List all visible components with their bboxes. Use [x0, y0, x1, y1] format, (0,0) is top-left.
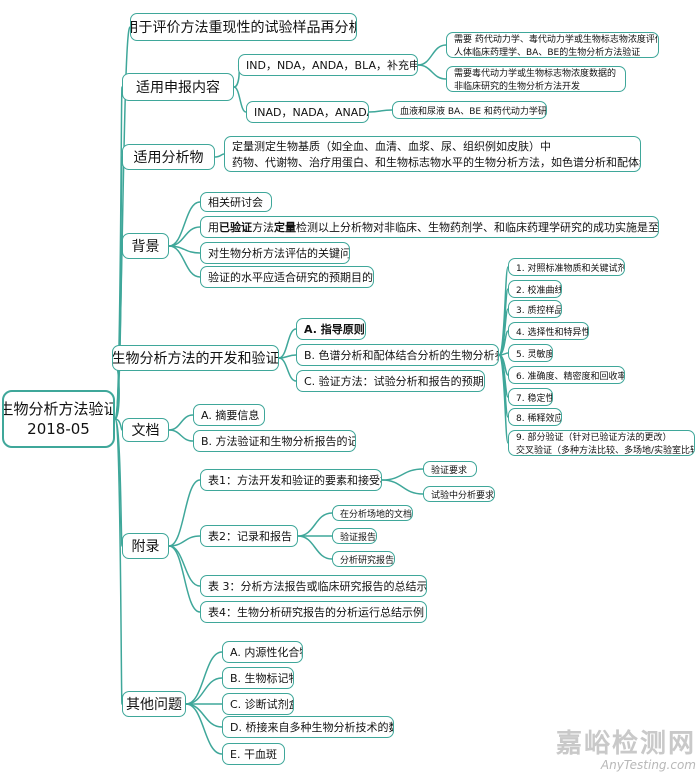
background-validation-level[interactable]: 验证的水平应适合研究的预期目的	[200, 266, 374, 288]
link-root-node-to-topic-appendix	[114, 418, 123, 547]
importance-mid: 方法	[252, 221, 274, 234]
root-title: 生物分析方法验证	[2, 400, 115, 418]
link-topic-method-development-to-dev-validation-expectations	[278, 357, 297, 382]
link-topic-other-issues-to-other-endogenous	[185, 651, 223, 705]
dev-parameters[interactable]: B. 色谱分析和配体结合分析的生物分析参数	[296, 344, 499, 366]
other-dried-blood-spot[interactable]: E. 干血斑	[222, 743, 285, 765]
link-topic-other-issues-to-other-biomarkers	[185, 677, 223, 705]
root-node[interactable]: 生物分析方法验证 2018-05	[2, 390, 115, 448]
note-nonclinical-line2: 非临床研究的生物分析方法开发	[454, 82, 581, 92]
link-topic-appendix-to-appendix-table2	[168, 535, 201, 547]
table2-validation-report[interactable]: 验证报告	[332, 528, 377, 544]
submission-ind-nda[interactable]: IND，NDA，ANDA，BLA，补充申请	[238, 54, 418, 76]
link-topic-other-issues-to-other-bridging-data	[185, 703, 223, 728]
param-calibration-curve[interactable]: 2. 校准曲线	[508, 280, 562, 298]
topic-method-development[interactable]: 生物分析方法的开发和验证	[112, 345, 279, 371]
importance-pre: 用	[208, 221, 219, 234]
link-submission-inad-nada-to-submission-note-animal	[368, 109, 393, 113]
note-human-line1: 需要 药代动力学、毒代动力学或生物标志物浓度评估的	[454, 35, 659, 45]
link-topic-appendix-to-appendix-table1	[168, 479, 201, 547]
analytes-description[interactable]: 定量测定生物基质（如全血、血清、血浆、尿、组织例如皮肤）中 药物、代谢物、治疗用…	[224, 136, 641, 172]
param-stability[interactable]: 7. 稳定性	[508, 388, 553, 406]
param-partial-cross-validation[interactable]: 9. 部分验证（针对已验证方法的更改） 交叉验证（多种方法比较、多场地/实验室比…	[508, 430, 695, 456]
topic-reanalysis[interactable]: 用于评价方法重现性的试验样品再分析	[130, 13, 357, 41]
root-date: 2018-05	[27, 420, 90, 438]
link-root-node-to-topic-background	[114, 245, 123, 420]
link-topic-other-issues-to-other-dried-blood-spot	[185, 703, 223, 755]
importance-validated: 已验证	[219, 221, 252, 234]
note-human-line2: 人体临床药理学、BA、BE的生物分析方法验证	[454, 48, 641, 58]
topic-background[interactable]: 背景	[122, 233, 169, 259]
topic-applicable-submissions[interactable]: 适用申报内容	[122, 73, 234, 101]
link-root-node-to-topic-documentation	[114, 418, 123, 431]
link-dev-parameters-to-param-partial-cross-validation	[498, 354, 509, 444]
param-accuracy[interactable]: 6. 准确度、精密度和回收率	[508, 366, 625, 384]
submission-note-nonclinical[interactable]: 需要毒代动力学或生物标志物浓度数据的 非临床研究的生物分析方法开发	[446, 66, 626, 92]
link-submission-ind-nda-to-submission-note-nonclinical	[417, 64, 447, 80]
link-topic-documentation-to-doc-records	[168, 429, 194, 442]
link-topic-method-development-to-dev-guidance	[278, 328, 297, 359]
background-key-questions[interactable]: 对生物分析方法评估的关键问题	[200, 242, 350, 264]
other-diagnostic-kits[interactable]: C. 诊断试剂盒	[222, 693, 294, 715]
link-appendix-table2-to-table2-site-documents	[297, 512, 333, 537]
table2-study-report[interactable]: 分析研究报告	[332, 551, 395, 567]
doc-summary[interactable]: A. 摘要信息	[193, 404, 265, 426]
table2-site-documents[interactable]: 在分析场地的文档	[332, 505, 413, 521]
topic-documentation[interactable]: 文档	[122, 418, 169, 442]
link-topic-applicable-submissions-to-submission-inad-nada	[233, 86, 247, 113]
param-sensitivity[interactable]: 5. 灵敏度	[508, 344, 553, 362]
background-workshops[interactable]: 相关研讨会	[200, 192, 272, 212]
importance-post: 检测以上分析物对非临床、生物药剂学、和临床药理学研究的成功实施是至关重要的	[296, 221, 659, 234]
analytes-line1: 定量测定生物基质（如全血、血清、血浆、尿、组织例如皮肤）中	[232, 140, 551, 153]
other-endogenous[interactable]: A. 内源性化合物	[222, 641, 303, 663]
dev-guidance[interactable]: A. 指导原则	[296, 318, 366, 340]
partial-validation-line: 9. 部分验证（针对已验证方法的更改）	[516, 433, 672, 443]
analytes-line2: 药物、代谢物、治疗用蛋白、和生物标志物水平的生物分析方法，如色谱分析和配体结合分…	[232, 156, 641, 169]
other-biomarkers[interactable]: B. 生物标记物	[222, 667, 294, 689]
link-submission-ind-nda-to-submission-note-human	[417, 44, 447, 66]
link-appendix-table1-to-table1-study-requirements	[381, 479, 424, 495]
appendix-table4[interactable]: 表4：生物分析研究报告的分析运行总结示例	[200, 601, 427, 623]
submission-note-human[interactable]: 需要 药代动力学、毒代动力学或生物标志物浓度评估的 人体临床药理学、BA、BE的…	[446, 32, 659, 58]
param-reference-standards[interactable]: 1. 对照标准物质和关键试剂	[508, 258, 625, 276]
table1-study-requirements[interactable]: 试验中分析要求	[423, 486, 495, 502]
submission-inad-nada[interactable]: INAD，NADA，ANADA	[246, 101, 369, 123]
param-qc-samples[interactable]: 3. 质控样品	[508, 300, 562, 318]
submission-note-animal[interactable]: 血液和尿液 BA、BE 和药代动力学研究	[392, 101, 547, 119]
link-root-node-to-topic-other-issues	[114, 418, 123, 705]
link-topic-background-to-background-importance	[168, 226, 201, 247]
dev-validation-expectations[interactable]: C. 验证方法：试验分析和报告的预期	[296, 370, 485, 392]
appendix-table3[interactable]: 表 3：分析方法报告或临床研究报告的总结示例	[200, 575, 427, 597]
doc-records[interactable]: B. 方法验证和生物分析报告的记录	[193, 430, 356, 452]
topic-appendix[interactable]: 附录	[122, 533, 169, 559]
link-topic-appendix-to-appendix-table4	[168, 545, 201, 613]
background-importance[interactable]: 用已验证方法定量检测以上分析物对非临床、生物药剂学、和临床药理学研究的成功实施是…	[200, 216, 659, 238]
link-appendix-table2-to-table2-study-report	[297, 535, 333, 560]
table1-validation-requirements[interactable]: 验证要求	[423, 461, 477, 477]
appendix-table2[interactable]: 表2：记录和报告	[200, 525, 298, 547]
appendix-table1[interactable]: 表1：方法开发和验证的要素和接受标准	[200, 469, 382, 491]
other-bridging-data[interactable]: D. 桥接来自多种生物分析技术的数据	[222, 716, 394, 738]
param-dilution[interactable]: 8. 稀释效应	[508, 408, 562, 426]
link-topic-background-to-background-workshops	[168, 201, 201, 247]
link-topic-documentation-to-doc-summary	[168, 414, 194, 431]
importance-quantitative: 定量	[274, 221, 296, 234]
topic-applicable-analytes[interactable]: 适用分析物	[122, 144, 215, 170]
link-topic-applicable-analytes-to-analytes-description	[214, 153, 225, 158]
cross-validation-line: 交叉验证（多种方法比较、多场地/实验室比较）	[516, 446, 695, 456]
param-selectivity[interactable]: 4. 选择性和特异性	[508, 322, 589, 340]
link-appendix-table1-to-table1-validation-requirements	[381, 468, 424, 481]
topic-other-issues[interactable]: 其他问题	[122, 691, 186, 717]
note-nonclinical-line1: 需要毒代动力学或生物标志物浓度数据的	[454, 69, 617, 79]
link-topic-background-to-background-validation-level	[168, 245, 201, 278]
